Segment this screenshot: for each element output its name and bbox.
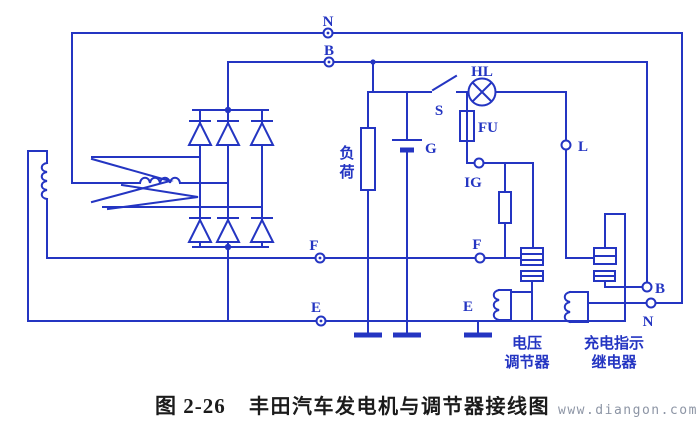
wire-lamp-to-relay [494, 91, 595, 259]
label-relay-line-2: 继电器 [591, 353, 637, 371]
wire-b-loop [227, 61, 648, 284]
junction-dot [370, 59, 376, 65]
wire-ig-feed [483, 162, 534, 249]
diode-icon [215, 120, 241, 146]
wire-relay-contact-b [604, 280, 644, 288]
battery-icon [392, 139, 422, 153]
label-terminal-l: L [578, 139, 588, 155]
label-battery: G [425, 141, 437, 157]
label-terminal-ig: IG [464, 175, 482, 191]
stator-chevron-1 [90, 157, 174, 204]
rectifier-diodes [187, 120, 275, 243]
label-terminal-n: N [323, 14, 334, 30]
label-terminal-f-gen: F [309, 238, 318, 254]
terminal-f-reg [474, 252, 486, 264]
field-coil-outline [27, 150, 48, 322]
junction-dot [224, 243, 232, 251]
terminal-b-relay [641, 281, 653, 293]
label-terminal-f-reg: F [472, 237, 481, 253]
label-lamp: HL [471, 64, 493, 80]
terminal-dot [318, 256, 322, 260]
label-terminal-e-gen: E [311, 300, 321, 316]
field-coil-turns [40, 161, 49, 201]
watermark-text: www.diangon.com [558, 403, 698, 418]
figure-title: 丰田汽车发电机与调节器接线图 [249, 394, 550, 418]
label-load-char-1: 负 [339, 144, 354, 162]
fuse-icon [459, 110, 475, 142]
terminal-n-relay [645, 297, 657, 309]
terminal-dot [319, 319, 323, 323]
relay-contacts [593, 247, 617, 282]
regulator-contacts [520, 247, 544, 282]
relay-coil [563, 290, 589, 324]
diode-icon [249, 217, 275, 243]
label-terminal-b-relay: B [655, 281, 665, 297]
terminal-l [560, 139, 572, 151]
junction-dot [224, 106, 232, 114]
terminal-ig [473, 157, 485, 169]
label-terminal-b: B [324, 43, 334, 59]
diode-icon [187, 120, 213, 146]
label-switch: S [435, 103, 443, 119]
switch-blade [431, 74, 458, 92]
label-relay-line-1: 充电指示 [584, 334, 644, 352]
wires [27, 32, 683, 338]
diode-icon [215, 217, 241, 243]
stator-chevron-2 [106, 183, 199, 211]
label-load-char-2: 荷 [339, 163, 354, 181]
terminal-dot [327, 60, 331, 64]
label-terminal-n-relay: N [643, 314, 654, 330]
diode-icon [249, 120, 275, 146]
indicator-lamp-icon [467, 77, 497, 107]
terminal-circles [314, 27, 657, 327]
label-terminal-e-reg: E [463, 299, 473, 315]
caption: 图 2-26 丰田汽车发电机与调节器接线图 www.diangon.com [155, 394, 698, 418]
terminal-dot [326, 31, 330, 35]
regulator-coil [492, 288, 512, 322]
regulator-resistor [498, 191, 512, 224]
load-resistor [360, 127, 376, 191]
wire-n-loop [71, 32, 683, 304]
labels: N B F E F E IG L B N HL S FU G 负 荷 电压 调节… [309, 14, 665, 371]
label-fuse: FU [478, 120, 498, 136]
relay-frame [604, 213, 626, 322]
figure-number: 图 2-26 [155, 394, 226, 418]
label-regulator-line-2: 调节器 [504, 353, 550, 371]
diode-icon [187, 217, 213, 243]
label-regulator-line-1: 电压 [512, 334, 542, 352]
